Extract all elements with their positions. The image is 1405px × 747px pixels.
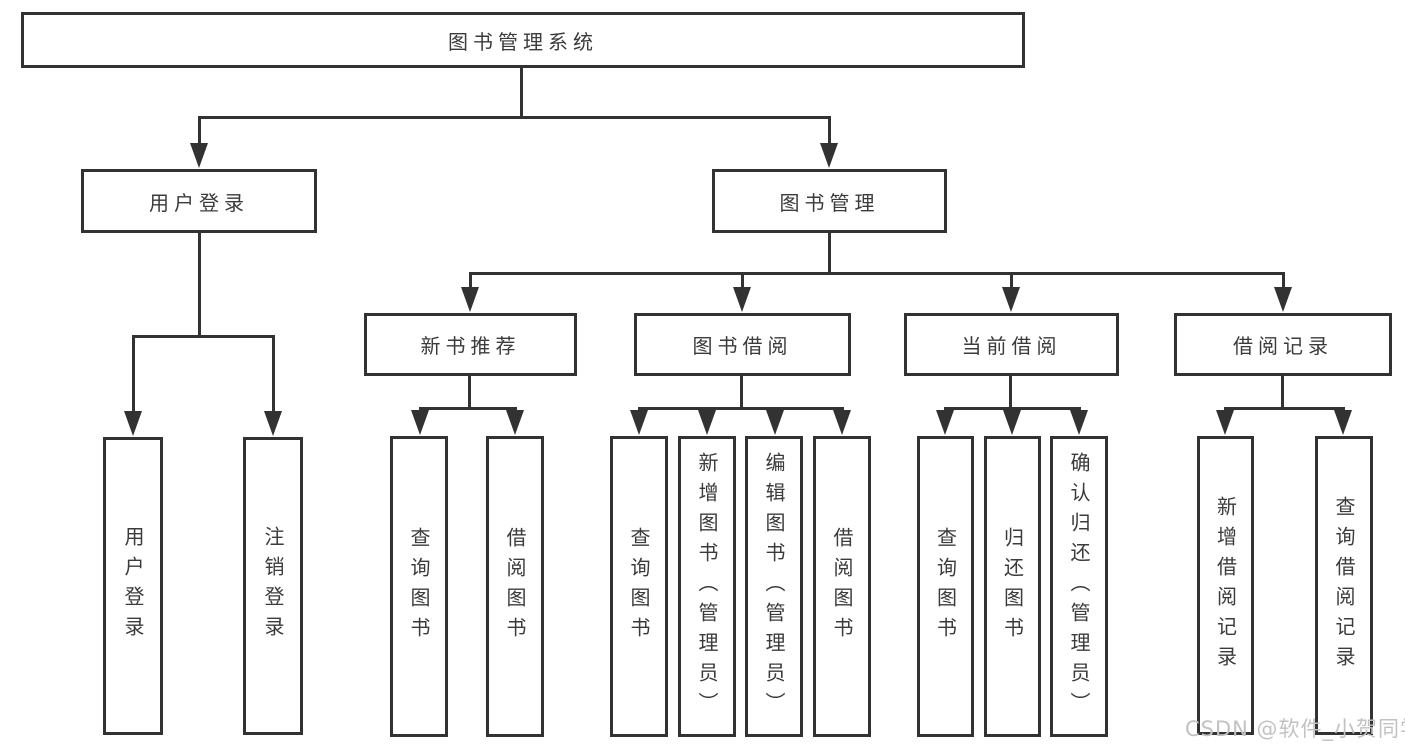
arrow-down-icon — [1070, 410, 1088, 435]
node-label: 编辑图书（管理员） — [762, 451, 786, 722]
node-leaf-logout: 注销登录 — [243, 437, 303, 735]
node-label: 借阅图书 — [503, 526, 527, 647]
connector-branch — [944, 407, 1081, 410]
arrow-down-icon — [461, 287, 479, 312]
node-leaf-cur-query-book: 查询图书 — [917, 436, 974, 737]
node-label: 图书管理系统 — [448, 29, 598, 54]
arrow-down-icon — [833, 410, 851, 435]
connector-stem — [1010, 275, 1013, 295]
node-label: 新书推荐 — [420, 334, 521, 358]
watermark: CSDN @软件_小贺同学 — [1185, 717, 1405, 741]
connector-branch — [132, 335, 275, 338]
node-user-login: 用户登录 — [81, 169, 317, 233]
node-label: 确认归还（管理员） — [1067, 451, 1091, 722]
node-label: 用户登录 — [149, 190, 249, 215]
connector-stem — [740, 375, 743, 410]
node-label: 图书借阅 — [692, 334, 793, 358]
connector-stem — [1009, 375, 1012, 410]
node-leaf-add-book-admin: 新增图书（管理员） — [678, 436, 736, 737]
connector-branch — [419, 407, 517, 410]
arrow-down-icon — [733, 287, 751, 312]
node-leaf-confirm-return-admin: 确认归还（管理员） — [1050, 436, 1108, 737]
connector-stem — [198, 119, 201, 151]
arrow-down-icon — [506, 410, 524, 435]
node-leaf-rec-borrow-book: 借阅图书 — [486, 436, 544, 737]
node-leaf-borrow-query-book: 查询图书 — [610, 436, 668, 737]
node-leaf-rec-query-book: 查询图书 — [390, 436, 448, 737]
node-new-book-recommend: 新书推荐 — [364, 313, 577, 376]
node-book-management: 图书管理 — [712, 169, 947, 233]
node-borrow-record: 借阅记录 — [1174, 313, 1392, 376]
connector-level2-branch — [198, 116, 831, 119]
connector-stem — [272, 338, 275, 416]
connector-stem — [1281, 375, 1284, 410]
node-label: 借阅记录 — [1233, 334, 1333, 358]
node-current-borrow: 当前借阅 — [904, 313, 1119, 376]
node-label: 查询借阅记录 — [1332, 495, 1356, 676]
arrow-down-icon — [411, 410, 429, 435]
node-label: 查询图书 — [933, 526, 958, 647]
connector-stem — [741, 275, 744, 295]
connector-stem — [1282, 275, 1285, 295]
connector-stem — [468, 375, 471, 410]
node-label: 新增图书（管理员） — [695, 451, 719, 722]
arrow-down-icon — [766, 410, 784, 435]
node-label: 当前借阅 — [961, 334, 1062, 358]
connector-stem — [469, 275, 472, 295]
node-leaf-return-book: 归还图书 — [984, 436, 1041, 737]
arrow-down-icon — [124, 411, 142, 436]
connector-branch — [1224, 407, 1345, 410]
connector-branch — [638, 407, 844, 410]
node-label: 用户登录 — [121, 526, 145, 646]
connector-stem — [828, 119, 831, 151]
node-leaf-edit-book-admin: 编辑图书（管理员） — [745, 436, 803, 737]
arrow-down-icon — [1002, 287, 1020, 312]
node-label: 注销登录 — [261, 526, 285, 646]
node-label: 借阅图书 — [830, 526, 854, 647]
node-leaf-user-login: 用户登录 — [103, 437, 163, 735]
arrow-down-icon — [698, 410, 716, 435]
arrow-down-icon — [820, 143, 838, 168]
arrow-down-icon — [936, 410, 954, 435]
node-book-borrow: 图书借阅 — [634, 313, 851, 376]
arrow-down-icon — [630, 410, 648, 435]
arrow-down-icon — [190, 143, 208, 168]
node-label: 查询图书 — [627, 526, 651, 647]
node-label: 查询图书 — [407, 526, 431, 647]
arrow-down-icon — [264, 411, 282, 436]
arrow-down-icon — [1334, 410, 1352, 435]
node-library-management-system: 图书管理系统 — [21, 12, 1025, 68]
arrow-down-icon — [1216, 410, 1234, 435]
connector-root-stem — [520, 68, 523, 119]
node-leaf-borrow-borrow-book: 借阅图书 — [813, 436, 871, 737]
arrow-down-icon — [1274, 287, 1292, 312]
connector-level3-branch — [469, 272, 1285, 275]
connector-stem — [132, 338, 135, 416]
node-label: 新增借阅记录 — [1213, 495, 1238, 676]
arrow-down-icon — [1003, 410, 1021, 435]
node-label: 归还图书 — [1000, 526, 1025, 647]
node-leaf-add-borrow-record: 新增借阅记录 — [1197, 436, 1254, 735]
node-label: 图书管理 — [779, 190, 880, 215]
connector-stem — [828, 232, 831, 275]
connector-stem — [198, 232, 201, 338]
node-leaf-query-borrow-record: 查询借阅记录 — [1315, 436, 1373, 735]
